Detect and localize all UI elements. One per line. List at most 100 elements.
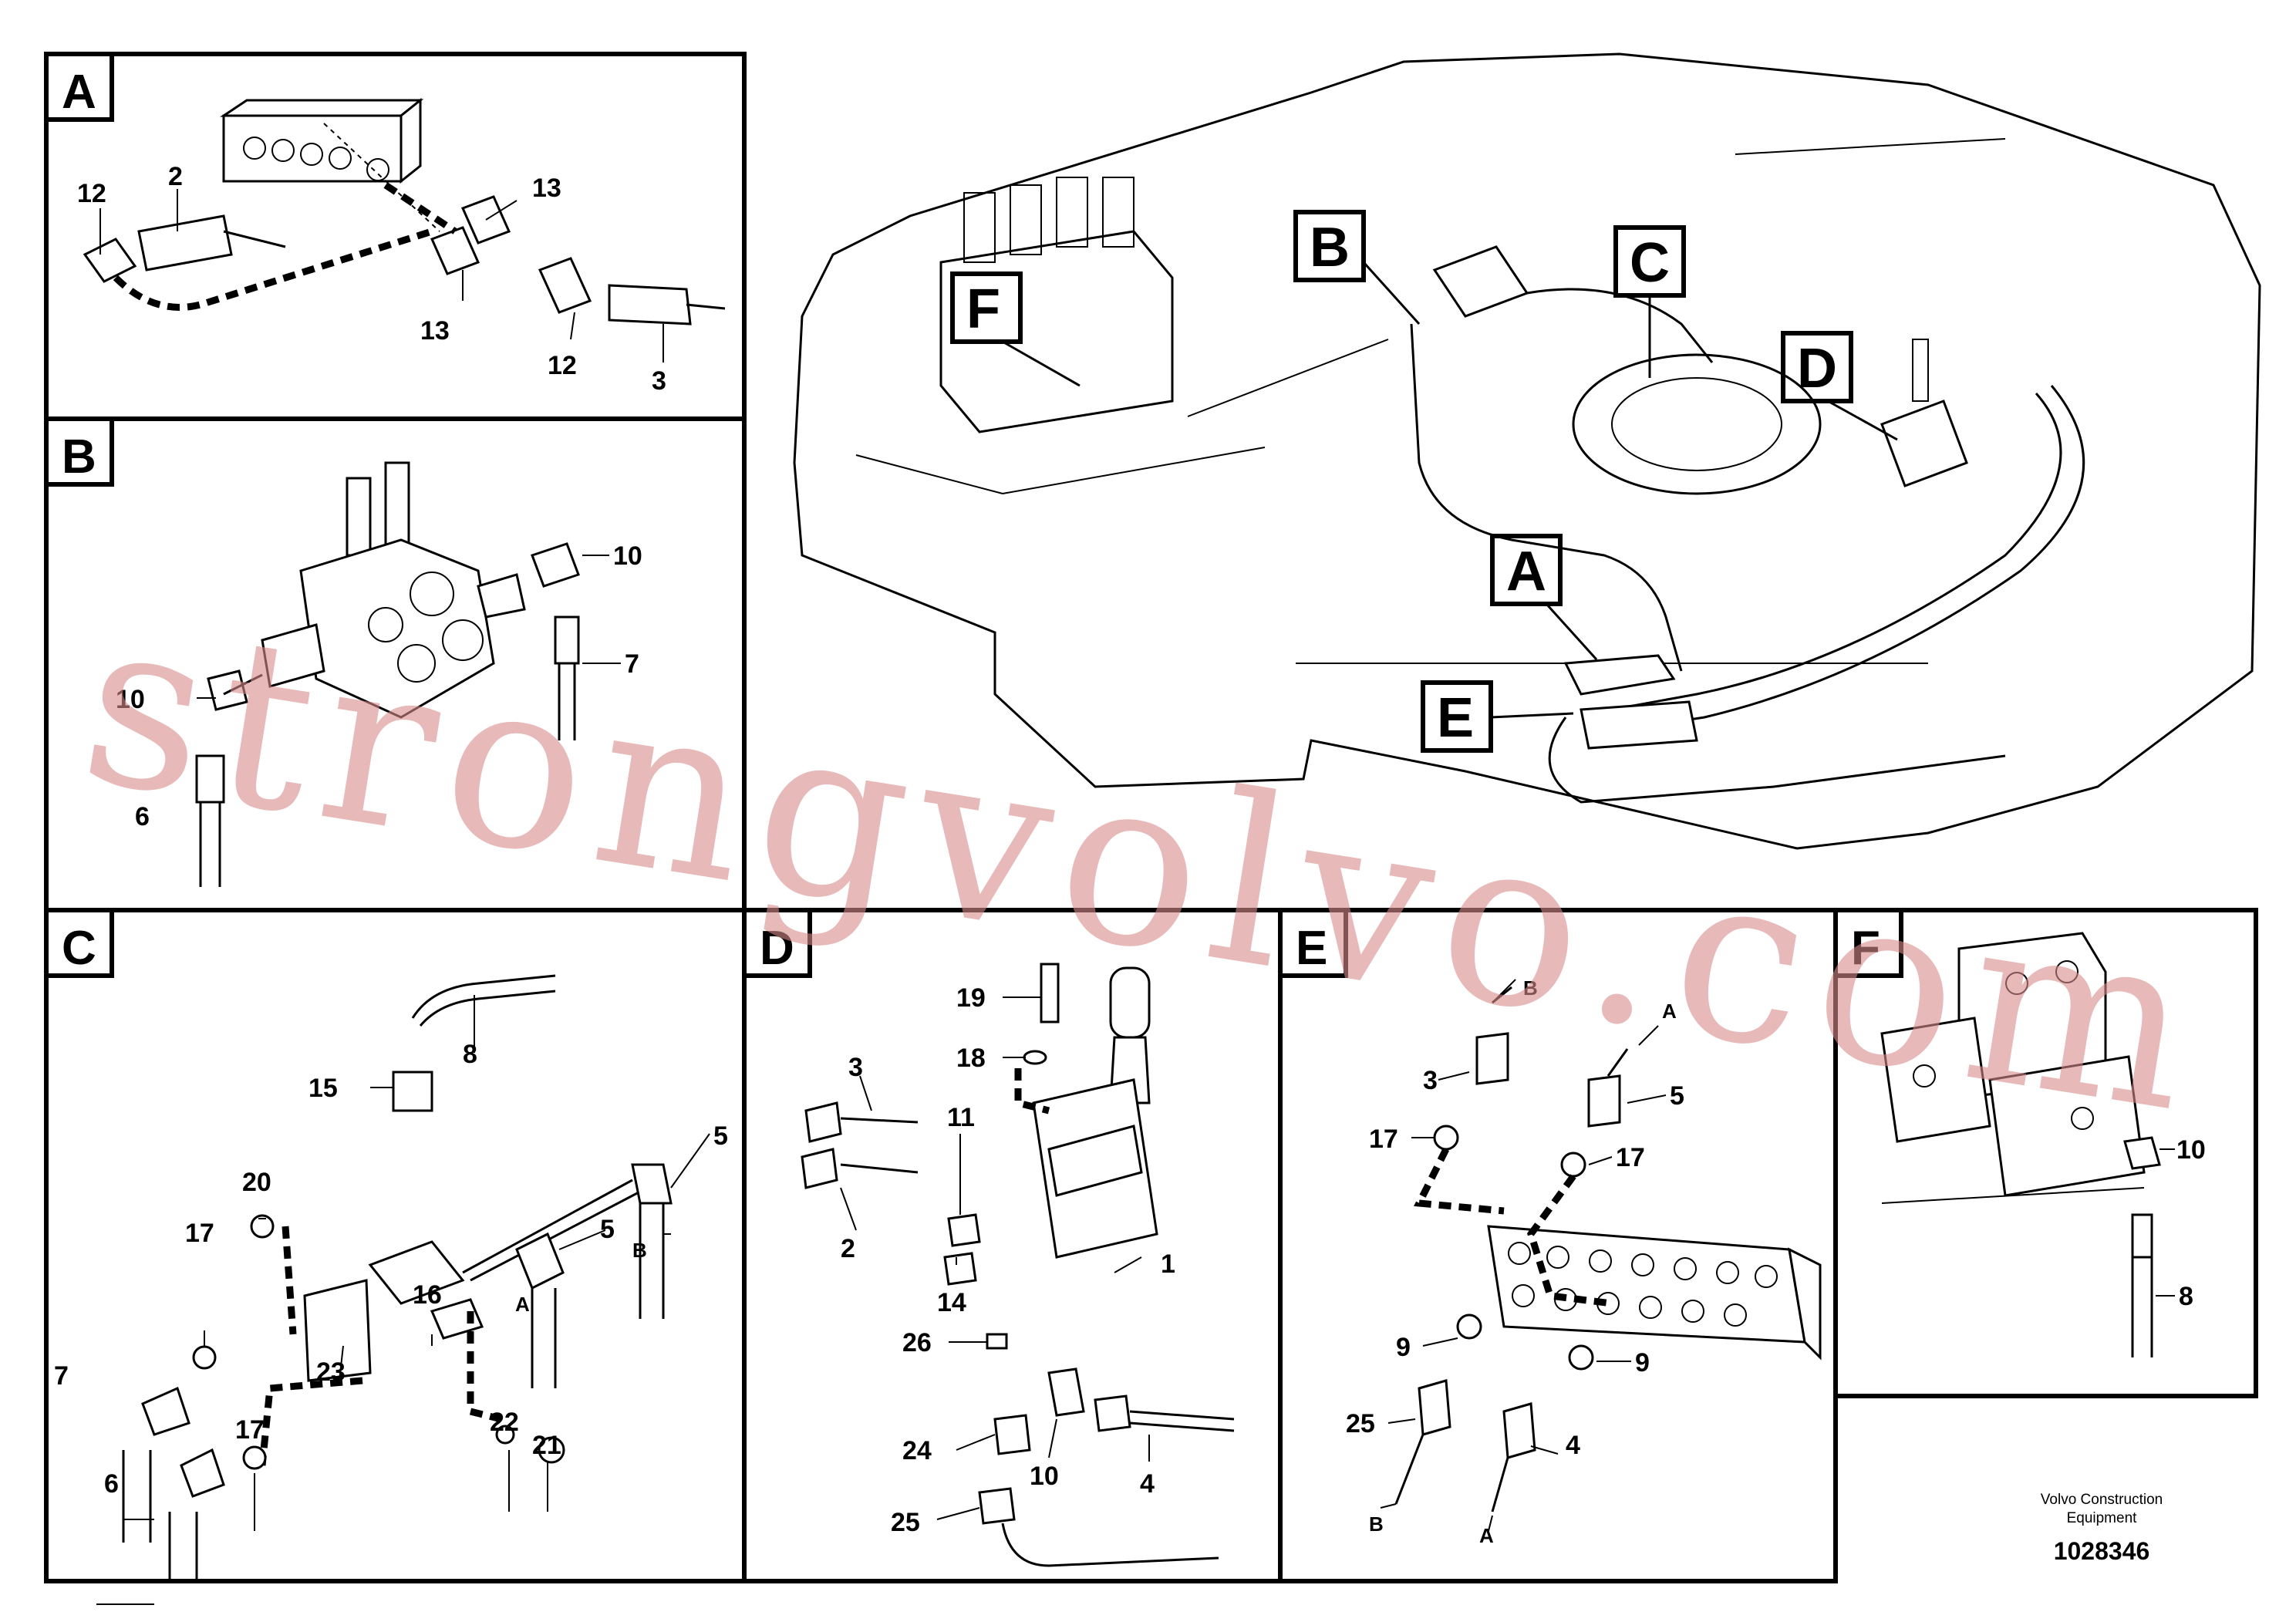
label-e-5: 5 [1670, 1081, 1684, 1111]
panel-c-letter-box [44, 908, 114, 978]
label-c-5-mid: 5 [600, 1215, 615, 1244]
panel-d-letter-box [742, 908, 812, 978]
overview-callout-e: E [1437, 687, 1474, 749]
label-c-20: 20 [242, 1168, 271, 1197]
label-e-4: 4 [1566, 1431, 1580, 1460]
label-a-12: 12 [77, 179, 106, 208]
label-d-19: 19 [956, 983, 986, 1013]
panel-f-letter-box [1833, 908, 1903, 978]
panel-f-letter: F [1851, 922, 1880, 975]
label-d-26: 26 [902, 1328, 932, 1357]
panel-e-letter-box [1278, 908, 1348, 978]
label-e-3: 3 [1423, 1066, 1438, 1095]
overview-callout-d: D [1797, 338, 1837, 400]
label-e-b-top: B [1523, 976, 1538, 1000]
panel-a-fittings [83, 195, 726, 325]
panel-b-fittings [195, 542, 580, 887]
label-d-18: 18 [956, 1044, 986, 1073]
panel-e-bracket [1487, 1225, 1822, 1361]
label-d-10: 10 [1030, 1462, 1059, 1491]
label-c-22: 22 [490, 1408, 519, 1437]
label-e-17-left: 17 [1369, 1125, 1398, 1154]
footer-company-line1: Volvo Construction [2041, 1492, 2163, 1508]
label-e-9-left: 9 [1396, 1333, 1411, 1362]
overview-callout-a: A [1506, 541, 1546, 602]
label-a-2: 2 [168, 162, 183, 191]
label-b-7: 7 [625, 649, 639, 679]
label-c-21: 21 [532, 1431, 561, 1460]
label-c-a: A [515, 1293, 530, 1316]
label-c-7: 7 [54, 1361, 69, 1391]
panel-b-valve [261, 461, 526, 719]
label-f-10: 10 [2176, 1135, 2206, 1165]
overview-pilot-valve [1432, 245, 1529, 318]
label-d-24: 24 [902, 1436, 932, 1465]
overview-callout-f: F [966, 278, 1000, 340]
label-d-25: 25 [891, 1508, 920, 1537]
overview-callout-d-box [1781, 331, 1853, 403]
overview-manifold-block [1563, 654, 1698, 750]
label-a-13-bottom: 13 [420, 316, 450, 346]
label-d-3: 3 [848, 1053, 863, 1082]
label-e-a-bottom: A [1479, 1524, 1494, 1547]
panel-f-frame [1833, 908, 2258, 1398]
label-d-4: 4 [1140, 1469, 1155, 1499]
label-c-16: 16 [413, 1280, 442, 1310]
label-e-a-top: A [1662, 1000, 1677, 1023]
label-c-6: 6 [104, 1469, 119, 1499]
panel-f: F 10 8 [1833, 908, 2258, 1398]
panel-e-letter: E [1296, 922, 1327, 975]
panel-f-valve [1880, 932, 2146, 1204]
panel-e-fittings [1394, 986, 1629, 1512]
label-e-b-bottom: B [1369, 1512, 1384, 1536]
panel-c: C 8 15 20 17 5 5 B [44, 908, 747, 1605]
label-d-14: 14 [937, 1288, 966, 1317]
title-block: Volvo Construction Equipment 1028346 [2041, 1492, 2163, 1565]
overview-control-valve [939, 177, 1174, 433]
panel-b-letter-box [44, 416, 114, 487]
panel-b-letter: B [62, 430, 96, 484]
label-e-9-right: 9 [1635, 1348, 1650, 1378]
label-c-15: 15 [308, 1074, 338, 1103]
panel-d: D 19 18 3 11 2 14 [742, 908, 1283, 1583]
panel-e: E B A 3 5 17 17 [1278, 908, 1838, 1583]
label-e-25: 25 [1346, 1409, 1375, 1438]
label-b-10-top: 10 [613, 541, 642, 571]
panel-d-frame [742, 908, 1283, 1583]
overview-joystick-unit [1880, 339, 1968, 487]
panel-c-hoses [122, 1214, 565, 1581]
label-c-b: B [632, 1239, 647, 1262]
panel-a-letter-box [44, 52, 114, 122]
panel-d-letter: D [760, 922, 794, 975]
label-c-23: 23 [316, 1357, 346, 1387]
label-d-1: 1 [1161, 1249, 1175, 1279]
overview-callout-a-box [1490, 534, 1563, 606]
panel-f-fittings [2123, 1136, 2161, 1357]
label-b-6: 6 [135, 802, 150, 831]
label-a-12-bottom: 12 [548, 351, 577, 380]
label-c-17-top: 17 [185, 1219, 214, 1248]
overview-callout-c: C [1630, 232, 1670, 294]
label-d-2: 2 [841, 1234, 855, 1263]
label-a-13-top: 13 [532, 174, 561, 203]
panel-c-letter: C [62, 922, 96, 975]
overview-machine-frame: B C F D A E [793, 52, 2261, 850]
panel-d-hoses [801, 1101, 1235, 1567]
panel-b: B 10 7 10 6 [44, 416, 747, 912]
overview-callout-b-box [1293, 210, 1366, 282]
label-d-11: 11 [947, 1103, 975, 1132]
label-b-10-left: 10 [116, 685, 145, 714]
overview-callout-f-box [950, 271, 1023, 344]
label-c-8: 8 [463, 1040, 477, 1069]
footer-document-number: 1028346 [2054, 1537, 2150, 1565]
panel-c-tee-block [303, 974, 673, 1388]
label-e-17-right: 17 [1616, 1143, 1645, 1172]
overview-swivel-ring [1572, 353, 1822, 495]
panel-a-valve-block [220, 97, 424, 184]
label-a-3: 3 [652, 366, 666, 396]
label-f-8: 8 [2179, 1282, 2193, 1311]
panel-a-letter: A [62, 66, 96, 119]
footer-company-line2: Equipment [2067, 1510, 2138, 1526]
panel-d-joystick [1023, 963, 1158, 1259]
